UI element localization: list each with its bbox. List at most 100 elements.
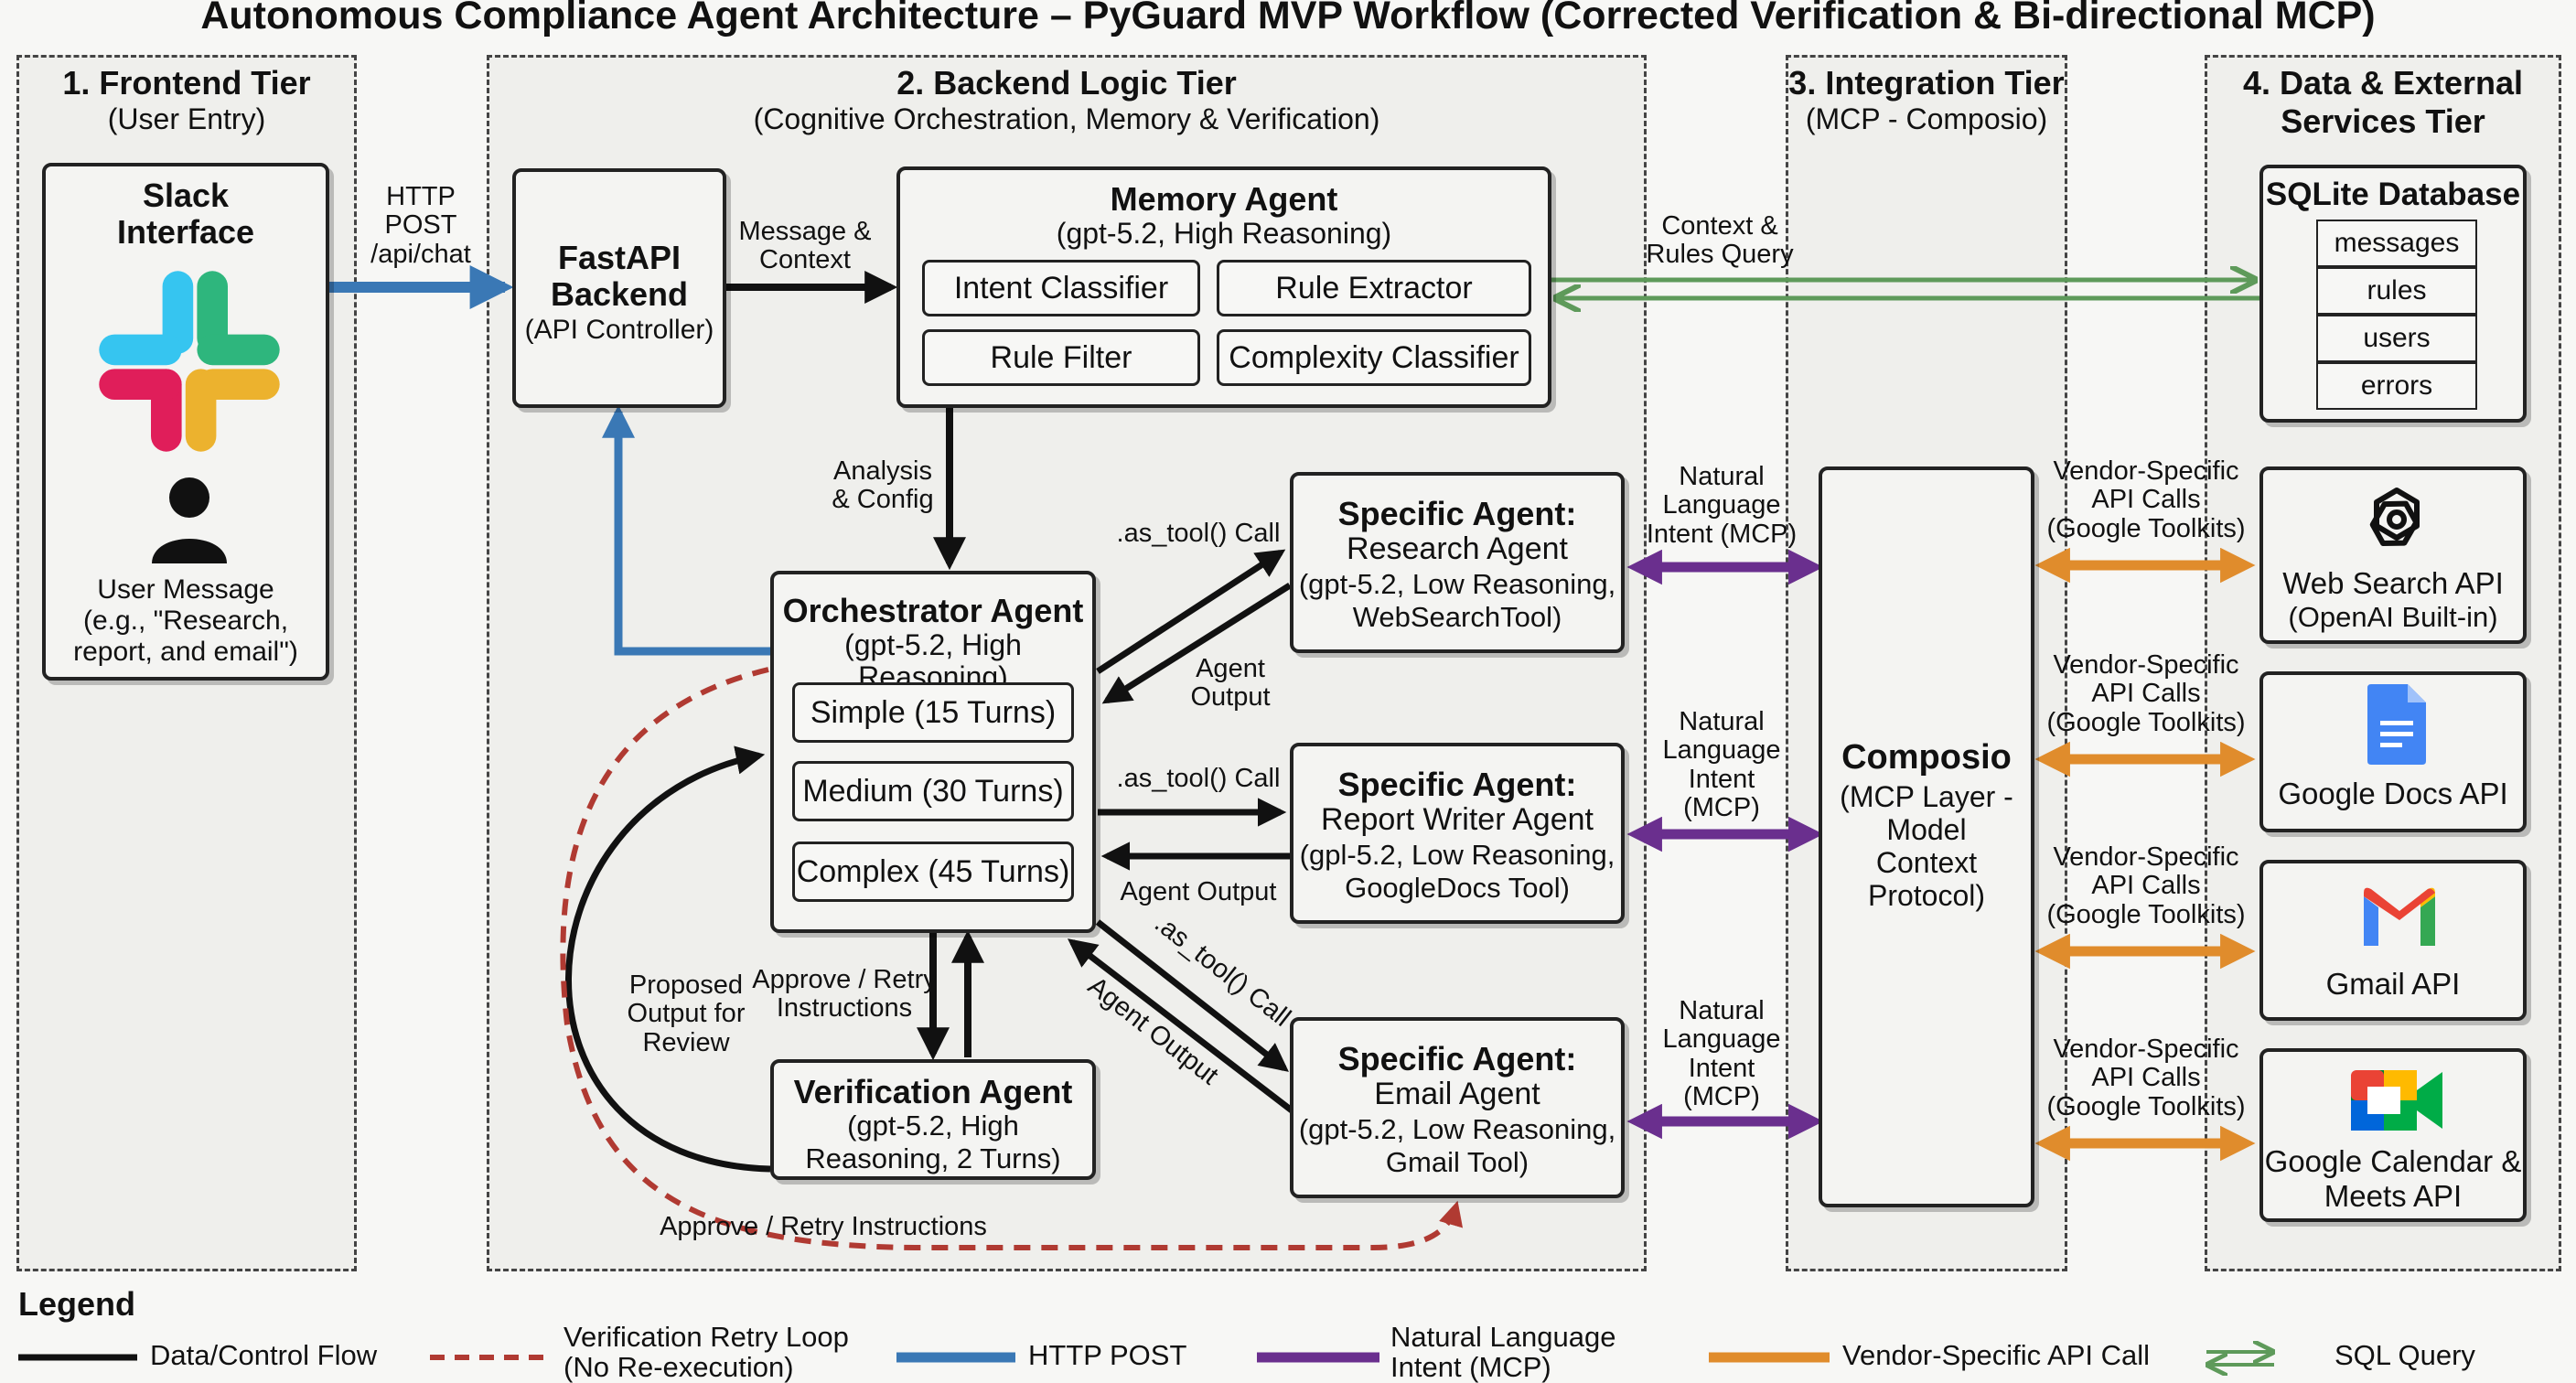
calendar-api-line1: Google Calendar & xyxy=(2264,1144,2522,1178)
vendor-3-line3: (Google Toolkits) xyxy=(2046,899,2246,929)
vendor-2-line1: Vendor-Specific xyxy=(2053,650,2239,680)
composio-line2: Model xyxy=(1886,813,1967,846)
composio-title: Composio xyxy=(1841,738,2012,777)
agent-output-label-1-line2: Output xyxy=(1190,682,1271,713)
context-rules-label-line1: Context & xyxy=(1661,211,1778,241)
research-agent-line2: WebSearchTool) xyxy=(1352,601,1562,633)
verification-retry-loop xyxy=(560,667,1464,1250)
backend-tier-title: 2. Backend Logic Tier xyxy=(896,64,1237,102)
memory-agent-subtitle: (gpt-5.2, High Reasoning) xyxy=(1056,217,1392,250)
data-tier-title-line2: Services Tier xyxy=(2281,102,2485,140)
mode-complex: Complex (45 Turns) xyxy=(792,842,1074,902)
slack-logo-icon xyxy=(99,271,280,452)
email-agent-box: Specific Agent: Email Agent (gpt-5.2, Lo… xyxy=(1290,1017,1625,1198)
email-agent-name: Email Agent xyxy=(1374,1077,1540,1111)
http-post-label-line1: HTTP xyxy=(386,182,456,211)
frontend-tier-subtitle: (User Entry) xyxy=(107,102,266,135)
user-icon xyxy=(152,477,227,563)
legend-item-retry-line2: (No Re-execution) xyxy=(564,1350,794,1383)
nl-intent-3-line3: Intent xyxy=(1688,1053,1755,1083)
google-docs-api-line1: Google Docs API xyxy=(2278,777,2508,810)
legend-item-retry-line1: Verification Retry Loop xyxy=(564,1321,849,1353)
nl-intent-2-line1: Natural xyxy=(1679,707,1765,736)
vendor-label-1: Vendor-Specific API Calls (Google Toolki… xyxy=(2036,456,2256,543)
vendor-3-line2: API Calls xyxy=(2091,871,2201,901)
gmail-icon xyxy=(2364,887,2435,946)
approve-retry-label-line1: Approve / Retry xyxy=(752,965,937,994)
research-output-arrow xyxy=(1101,583,1292,704)
fastapi-subtitle: (API Controller) xyxy=(524,315,714,345)
web-search-api-box: Web Search API (OpenAI Built-in) xyxy=(2259,466,2527,644)
data-tier-title-line1: 4. Data & External xyxy=(2242,64,2524,102)
report-agent-name: Report Writer Agent xyxy=(1321,802,1594,837)
nl-intent-3-line4: (MCP) xyxy=(1683,1081,1760,1111)
legend-item-mcp: Natural Language Intent (MCP) xyxy=(1390,1321,1616,1383)
nl-intent-label-2: Natural Language Intent (MCP) xyxy=(1632,707,1811,822)
research-agent-line1: (gpt-5.2, Low Reasoning, xyxy=(1298,568,1616,600)
http-post-label-line3: /api/chat xyxy=(370,239,471,269)
diagram-title: Autonomous Compliance Agent Architecture… xyxy=(200,0,2376,38)
as-tool-call-label-1: .as_tool() Call xyxy=(1116,519,1281,548)
approve-retry-label-line2: Instructions xyxy=(776,993,913,1024)
vendor-1-line2: API Calls xyxy=(2091,485,2201,515)
gmail-api-box: Gmail API xyxy=(2259,860,2527,1021)
agent-output-label-1-line1: Agent xyxy=(1196,654,1265,683)
composio-line4: Protocol) xyxy=(1867,879,1986,912)
nl-intent-3-line1: Natural xyxy=(1679,996,1765,1025)
nl-intent-2-line4: (MCP) xyxy=(1683,792,1760,822)
orchestrator-title: Orchestrator Agent xyxy=(782,592,1084,629)
report-writer-agent-box: Specific Agent: Report Writer Agent (gpl… xyxy=(1290,743,1625,924)
legend-item-retry: Verification Retry Loop (No Re-execution… xyxy=(564,1321,849,1383)
legend-item-mcp-line1: Natural Language xyxy=(1390,1321,1616,1353)
legend-item-vendor: Vendor-Specific API Call xyxy=(1842,1340,2150,1371)
database-title: SQLite Database xyxy=(2265,177,2521,212)
legend-title: Legend xyxy=(18,1285,136,1323)
intent-classifier-module: Intent Classifier xyxy=(922,260,1200,316)
proposed-output-label: Proposed Output for Review xyxy=(615,970,757,1057)
http-post-label: HTTP POST /api/chat xyxy=(366,182,476,269)
agent-output-label-1: Agent Output xyxy=(1180,654,1281,713)
nl-intent-label-3: Natural Language Intent (MCP) xyxy=(1632,996,1811,1111)
rule-filter-module: Rule Filter xyxy=(922,329,1200,386)
vendor-1-line1: Vendor-Specific xyxy=(2053,456,2239,486)
legend-item-flow-label: Data/Control Flow xyxy=(150,1339,378,1371)
integration-tier-subtitle: (MCP - Composio) xyxy=(1805,102,2048,135)
web-search-api-line2: (OpenAI Built-in) xyxy=(2288,601,2498,633)
composio-line3: Context xyxy=(1875,846,1978,879)
vendor-4-line2: API Calls xyxy=(2091,1063,2201,1093)
composio-line1: (MCP Layer - xyxy=(1840,780,2013,813)
nl-intent-1-line3: Intent (MCP) xyxy=(1646,519,1798,549)
frontend-tier-title: 1. Frontend Tier xyxy=(62,64,311,102)
report-agent-title: Specific Agent: xyxy=(1337,766,1577,803)
report-agent-line1: (gpl-5.2, Low Reasoning, xyxy=(1299,839,1615,871)
gmail-api-line1: Gmail API xyxy=(2325,967,2461,1001)
analysis-config-label: Analysis & Config xyxy=(823,456,942,515)
composio-box: Composio (MCP Layer - Model Context Prot… xyxy=(1819,466,2034,1207)
legend-item-http-label: HTTP POST xyxy=(1028,1339,1187,1371)
google-docs-api-box: Google Docs API xyxy=(2259,671,2527,832)
vendor-1-line3: (Google Toolkits) xyxy=(2046,513,2246,543)
mode-simple: Simple (15 Turns) xyxy=(792,682,1074,743)
fastapi-backend-box: FastAPI Backend (API Controller) xyxy=(512,168,726,408)
as-tool-call-research-arrow xyxy=(1096,549,1286,674)
message-context-label: Message & Context xyxy=(732,217,878,275)
nl-intent-3-line2: Language xyxy=(1662,1024,1781,1055)
nl-intent-2-line3: Intent xyxy=(1688,764,1755,794)
approve-retry-label: Approve / Retry Instructions xyxy=(750,965,939,1024)
http-post-label-line2: POST xyxy=(384,210,457,241)
db-table-messages: messages xyxy=(2316,220,2477,267)
nl-intent-2-line2: Language xyxy=(1662,735,1781,766)
vendor-4-line1: Vendor-Specific xyxy=(2053,1035,2239,1064)
google-docs-icon xyxy=(2367,684,2426,765)
context-rules-label: Context & Rules Query xyxy=(1637,211,1802,270)
legend-item-flow: Data/Control Flow xyxy=(150,1339,378,1371)
approve-retry-bottom-label: Approve / Retry Instructions xyxy=(660,1212,987,1241)
vendor-2-line3: (Google Toolkits) xyxy=(2046,707,2246,737)
context-rules-label-line2: Rules Query xyxy=(1646,240,1794,270)
legend-item-mcp-line2: Intent (MCP) xyxy=(1390,1350,1551,1383)
orchestrator-agent-box: Orchestrator Agent (gpt-5.2, High Reason… xyxy=(770,571,1096,933)
fastapi-title-line2: Backend xyxy=(550,275,689,313)
proposed-output-label-line3: Review xyxy=(642,1027,730,1057)
report-agent-line2: GoogleDocs Tool) xyxy=(1345,872,1570,904)
